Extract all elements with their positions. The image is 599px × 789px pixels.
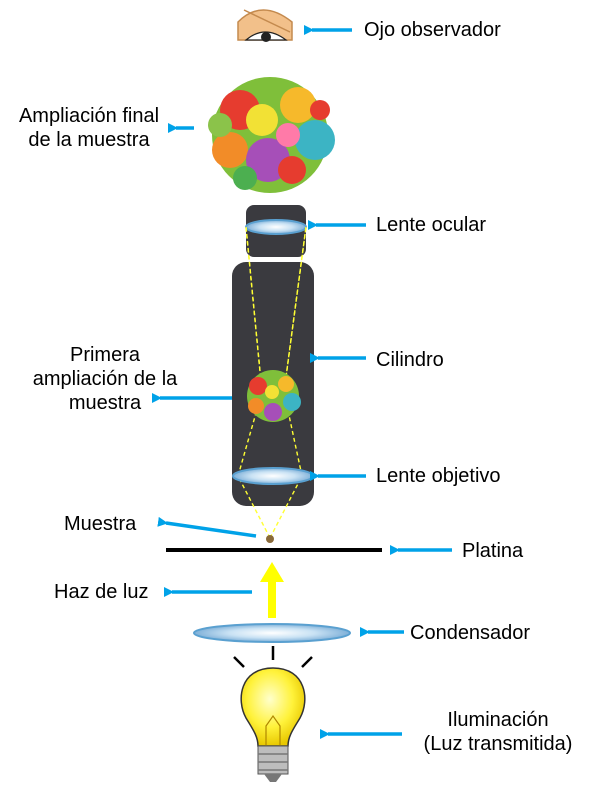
label-illumination-line1: Iluminación: [447, 709, 549, 731]
label-light-beam: Haz de luz: [54, 581, 149, 603]
light-bulb-icon: [233, 646, 313, 782]
label-first-magnification-line1: Primera: [69, 344, 140, 366]
label-specimen: Muestra: [64, 513, 137, 535]
specimen-dot-icon: [266, 535, 274, 543]
final-magnification-icon: [208, 77, 335, 193]
label-final-magnification-line1: Ampliación final: [18, 105, 160, 127]
label-eye: Ojo observador: [364, 19, 501, 41]
light-beam-arrow: [260, 562, 284, 618]
eyepiece-lens-icon: [245, 219, 307, 235]
label-illumination: Iluminación (Luz transmitida): [404, 708, 592, 756]
label-tube: Cilindro: [376, 349, 444, 371]
label-first-magnification: Primera ampliación de la muestra: [14, 343, 196, 415]
label-objective: Lente objetivo: [376, 465, 501, 487]
eye-icon: [237, 9, 293, 42]
label-illumination-line2: (Luz transmitida): [423, 733, 573, 755]
pointer-arrows: [152, 25, 452, 739]
label-final-magnification: Ampliación final de la muestra: [6, 104, 172, 152]
label-eyepiece: Lente ocular: [376, 214, 487, 236]
label-stage: Platina: [462, 540, 524, 562]
label-first-magnification-line3: muestra: [68, 392, 142, 414]
objective-lens-icon: [232, 467, 314, 485]
condenser-lens-icon: [193, 623, 351, 643]
first-magnification-icon: [247, 370, 301, 422]
label-condenser: Condensador: [410, 622, 531, 644]
label-first-magnification-line2: ampliación de la: [32, 368, 178, 390]
label-final-magnification-line2: de la muestra: [28, 129, 150, 151]
arrow-specimen: [157, 516, 257, 538]
